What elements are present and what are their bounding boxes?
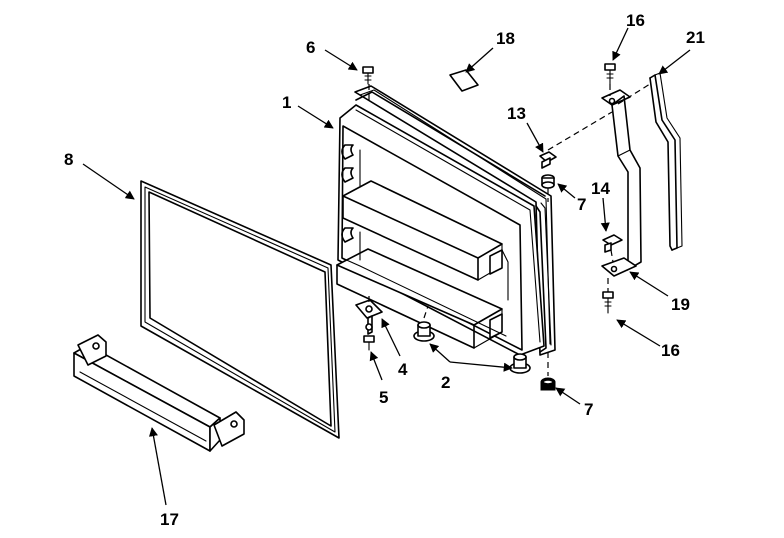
callout-21: 21: [686, 28, 705, 47]
foot-right-drawing: [509, 353, 531, 374]
plug-7-bottom-drawing: [540, 377, 556, 391]
callout-7-top: 7: [577, 195, 586, 214]
cap-7-top-drawing: [541, 174, 555, 189]
assembly-lines: [368, 83, 651, 376]
hinge-pin-bracket-drawing: [355, 299, 383, 351]
shelf-bar-17-drawing: [73, 334, 245, 452]
hinge-bracket-19-drawing: [601, 89, 642, 277]
callout-17: 17: [160, 510, 179, 529]
trim-strip-21-drawing: [649, 72, 683, 251]
label-plate-drawing: [449, 69, 479, 92]
foot-left-drawing: [413, 321, 435, 342]
callout-1: 1: [282, 93, 291, 112]
freezer-door-drawing: [336, 85, 556, 356]
screw-6-drawing: [362, 66, 374, 85]
callout-13: 13: [507, 104, 526, 123]
callout-19: 19: [671, 295, 690, 314]
leader-lines: [82, 27, 691, 506]
callout-6: 6: [306, 38, 315, 57]
callout-2: 2: [441, 373, 450, 392]
callout-labels: 1 2 4 5 6 7 7 8 13 14 16 16 17 18 19 21: [64, 11, 705, 529]
door-gasket-drawing: [140, 180, 340, 439]
callout-4: 4: [398, 360, 408, 379]
bushing-13-drawing: [539, 151, 557, 169]
screw-16-top-drawing: [604, 63, 616, 85]
callout-16-top: 16: [626, 11, 645, 30]
shim-14-drawing: [602, 234, 623, 253]
screw-16-bottom-drawing: [602, 291, 614, 314]
callout-5: 5: [379, 388, 388, 407]
callout-18: 18: [496, 29, 515, 48]
callout-14: 14: [591, 179, 610, 198]
callout-8: 8: [64, 150, 73, 169]
callout-16-bottom: 16: [661, 341, 680, 360]
callout-7-bottom: 7: [584, 400, 593, 419]
